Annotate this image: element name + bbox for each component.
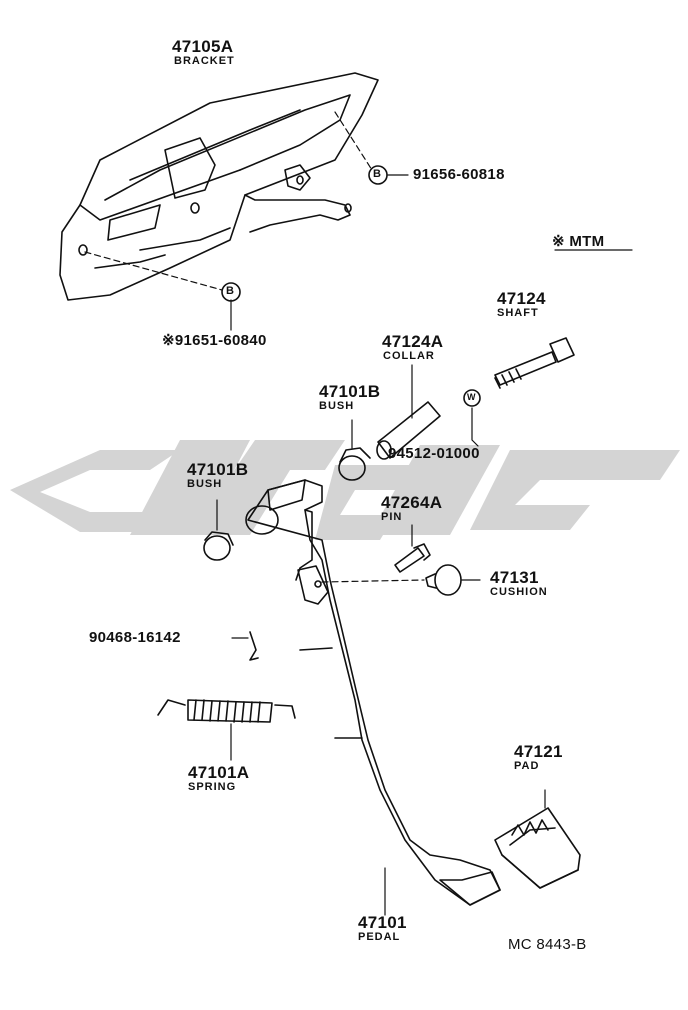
shaft-name: SHAFT [497,307,539,319]
mtm-note: ※ MTM [552,233,605,250]
pad-part [494,789,581,889]
spring-number: 47101A [188,763,250,782]
pin-name: PIN [381,511,403,523]
watermark-logo [10,440,680,540]
bolt-b-upper-icon [368,165,388,185]
collar-part [376,364,441,460]
pedal-number: 47101 [358,913,407,932]
pin-number: 47264A [381,493,443,512]
bracket-number: 47105A [172,37,234,56]
cushion-leader [321,579,425,583]
collar-name: COLLAR [383,350,435,362]
diagram-reference: MC 8443-B [508,936,587,953]
bolt-lower-code: ※91651-60840 [162,332,267,349]
bracket-part [59,72,379,301]
bolt-upper-code: 91656-60818 [413,166,505,183]
pedal-part [245,479,501,916]
spring-name: SPRING [188,781,237,793]
pad-number: 47121 [514,742,563,761]
bush-left-part [203,499,234,561]
bush-right-name: BUSH [319,400,355,412]
cushion-name: CUSHION [490,586,548,598]
bush-right-part [338,419,371,481]
cushion-number: 47131 [490,568,539,587]
washer-icon [463,389,481,407]
bolt-leaders [84,111,373,291]
bolt-b-lower-symbol: B [226,285,234,297]
pedal-name: PEDAL [358,931,401,943]
clip-part [231,631,259,661]
washer-symbol: W [467,392,476,402]
bush-right-number: 47101B [319,382,381,401]
cushion-part [425,564,481,596]
washer-code: 94512-01000 [388,445,480,462]
bracket-name: BRACKET [174,55,235,67]
spring-part [157,699,296,761]
bolt-solid-leaders [230,174,409,331]
collar-number: 47124A [382,332,444,351]
bolt-b-upper-symbol: B [373,168,381,180]
clip-code: 90468-16142 [89,629,181,646]
bracket-holes [78,175,352,256]
pad-name: PAD [514,760,540,772]
shaft-part [494,337,575,389]
bush-left-name: BUSH [187,478,223,490]
bush-left-number: 47101B [187,460,249,479]
pin-part [394,524,431,573]
washer-leader [471,407,479,447]
shaft-number: 47124 [497,289,546,308]
bolt-b-lower-icon [221,282,241,302]
